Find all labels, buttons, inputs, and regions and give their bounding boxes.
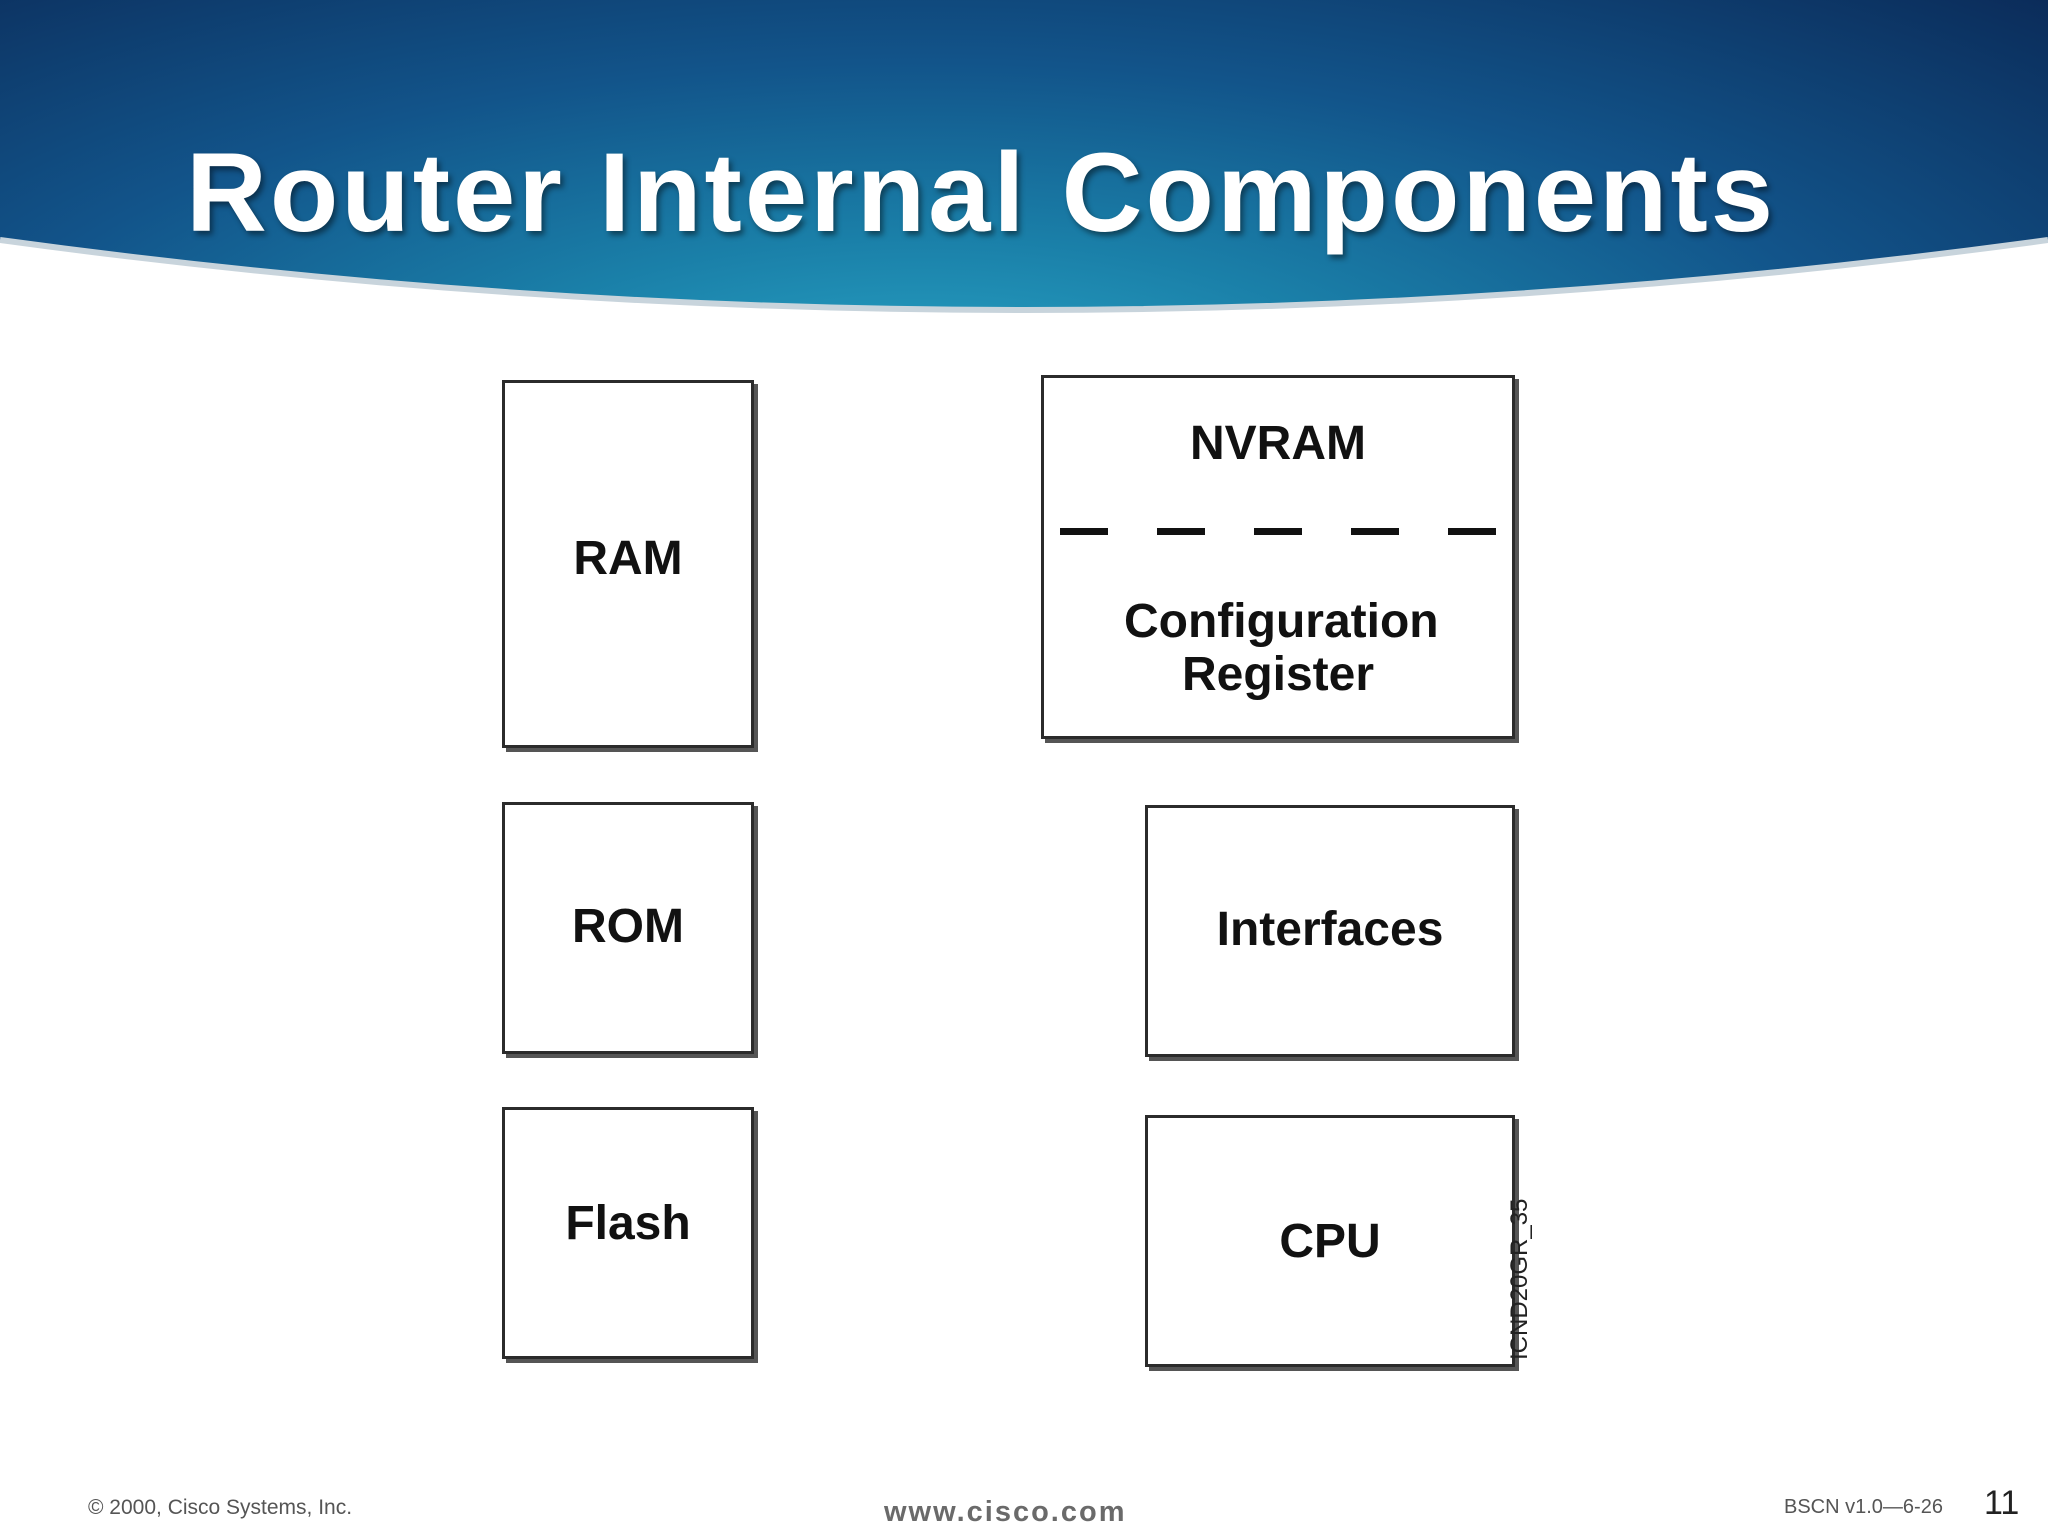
flash-box: Flash [502,1107,754,1359]
website-text: www.cisco.com [884,1496,1127,1528]
course-code-text: BSCN v1.0—6-26 [1784,1496,1943,1518]
nvram-divider [1060,528,1496,535]
figure-code-label: ICND20GR_35 [1506,1198,1533,1360]
slide-title: Router Internal Components [186,130,1777,255]
rom-label: ROM [572,900,684,953]
header-curve [0,237,2048,360]
interfaces-label: Interfaces [1216,903,1444,956]
interfaces-box: Interfaces [1145,805,1515,1057]
configuration-register-label: Configuration Register [1124,595,1439,701]
nvram-label: NVRAM [1190,417,1366,470]
cpu-box: CPU [1145,1115,1515,1367]
ram-box: RAM [502,380,754,748]
rom-box: ROM [502,802,754,1054]
nvram-box: NVRAM Configuration Register [1041,375,1515,739]
flash-label: Flash [565,1197,691,1250]
cpu-label: CPU [1279,1215,1381,1268]
copyright-text: © 2000, Cisco Systems, Inc. [88,1496,353,1519]
ram-label: RAM [573,532,683,585]
page-number: 11 [1984,1484,2020,1522]
